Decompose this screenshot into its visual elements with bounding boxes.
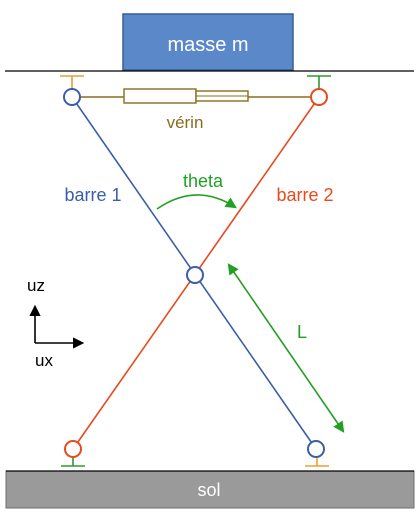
bottom-right-pin-icon [305, 458, 329, 467]
bottom-left-pin-icon [61, 458, 85, 467]
theta-arc-arrow [156, 194, 237, 210]
joint-top-left [63, 88, 81, 106]
joint-bottom-left [64, 440, 82, 458]
top-left-pin-icon [60, 75, 84, 90]
ux-label: ux [35, 351, 53, 370]
joint-top-right [310, 88, 328, 106]
bar-2-label: barre 2 [276, 185, 333, 205]
joint-bottom-right [307, 440, 325, 458]
mass-label: masse m [167, 34, 248, 56]
mass-block: masse m [122, 13, 294, 71]
ground: sol [5, 470, 415, 509]
jack-label: vérin [167, 113, 204, 132]
uz-label: uz [27, 276, 45, 295]
top-right-pin-icon [307, 75, 331, 90]
length-label: L [297, 322, 307, 342]
ground-label: sol [197, 480, 220, 500]
axes-icon [29, 304, 85, 349]
theta-label: theta [183, 171, 224, 191]
joint-center [186, 266, 204, 284]
jack: vérin [80, 88, 310, 132]
bar-1-label: barre 1 [64, 185, 121, 205]
length-arrow [227, 263, 345, 433]
